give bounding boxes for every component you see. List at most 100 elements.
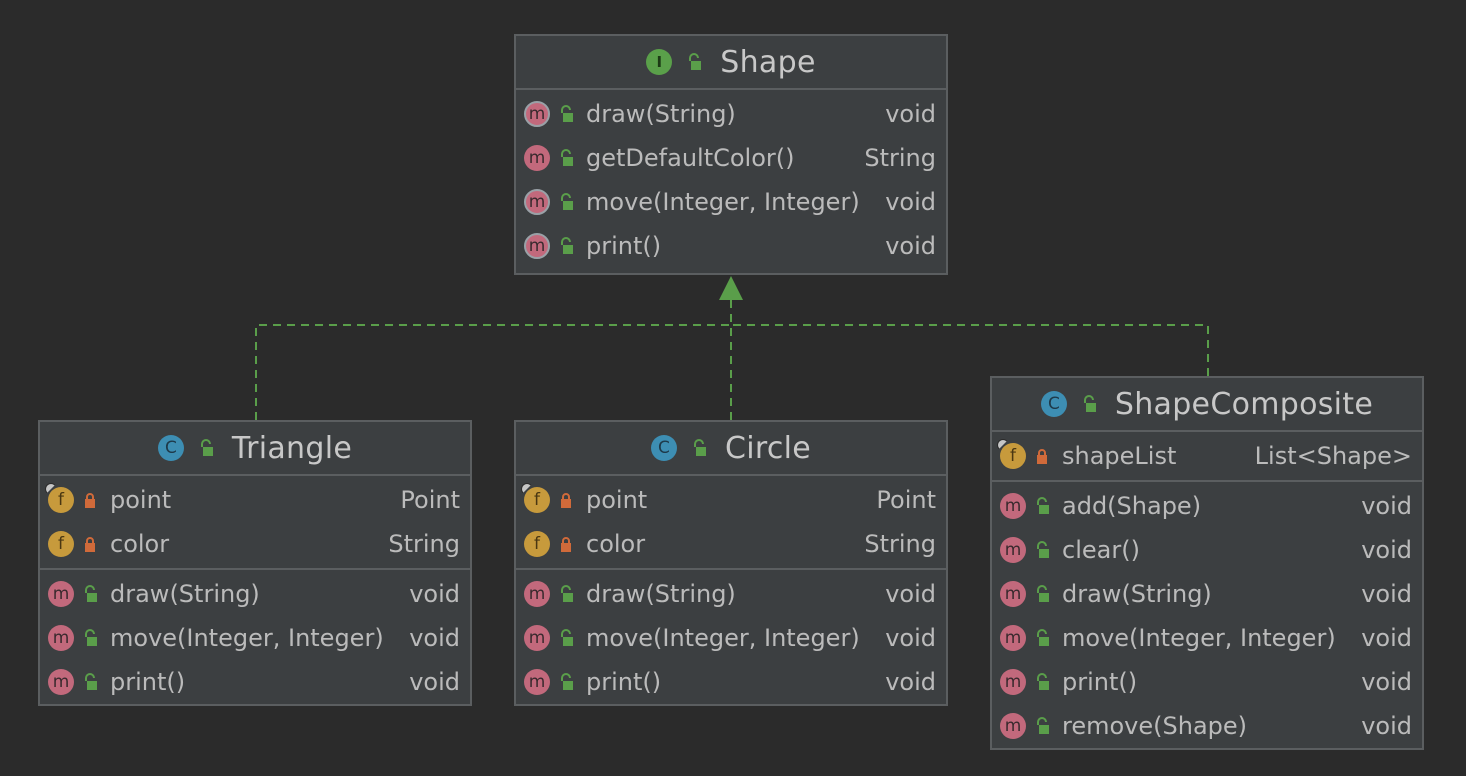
return-type: void — [1361, 580, 1412, 608]
private-lock-icon — [561, 537, 571, 552]
final-field-icon: f — [524, 487, 550, 513]
node-header: C Circle — [516, 422, 946, 476]
field-name: color — [586, 530, 646, 558]
node-header: I Shape — [516, 36, 946, 90]
return-type: void — [885, 668, 936, 696]
return-type: String — [864, 144, 936, 172]
public-lock-icon — [689, 53, 702, 70]
method-signature: draw(String) — [110, 580, 260, 608]
triangle-class-node[interactable]: C Triangle f point Point f color String m draw… — [38, 420, 472, 706]
method-icon: m — [1000, 581, 1026, 607]
public-lock-icon — [1037, 673, 1049, 690]
field-name: point — [586, 486, 648, 514]
class-icon: C — [1040, 391, 1067, 417]
field-name: shapeList — [1062, 442, 1177, 470]
field-type: List<Shape> — [1254, 442, 1412, 470]
method-row[interactable]: m print() void — [516, 660, 946, 704]
method-icon: m — [1000, 625, 1026, 651]
field-name: point — [110, 486, 172, 514]
method-icon: m — [48, 581, 74, 607]
method-icon: m — [524, 581, 550, 607]
method-icon: m — [524, 669, 550, 695]
method-signature: getDefaultColor() — [586, 144, 795, 172]
private-lock-icon — [1037, 449, 1047, 464]
public-lock-icon — [1037, 585, 1049, 602]
field-type: Point — [400, 486, 460, 514]
edge-triangle-to-shape — [255, 324, 731, 420]
method-signature: draw(String) — [1062, 580, 1212, 608]
method-signature: print() — [586, 668, 662, 696]
return-type: void — [885, 580, 936, 608]
method-icon: m — [48, 625, 74, 651]
node-title: Circle — [724, 430, 812, 466]
method-signature: draw(String) — [586, 100, 736, 128]
private-lock-icon — [85, 493, 95, 508]
method-row[interactable]: m draw(String) void — [992, 572, 1422, 616]
return-type: void — [1361, 712, 1412, 740]
return-type: void — [1361, 668, 1412, 696]
public-lock-icon — [561, 105, 573, 122]
node-title: ShapeComposite — [1114, 386, 1374, 422]
public-lock-icon — [561, 149, 573, 166]
public-lock-icon — [1037, 497, 1049, 514]
field-name: color — [110, 530, 170, 558]
field-type: String — [388, 530, 460, 558]
public-lock-icon — [1037, 717, 1049, 734]
method-icon: m — [524, 145, 550, 171]
private-lock-icon — [85, 537, 95, 552]
return-type: void — [1361, 536, 1412, 564]
method-signature: add(Shape) — [1062, 492, 1202, 520]
method-icon: m — [1000, 713, 1026, 739]
public-lock-icon — [85, 629, 97, 646]
final-field-icon: f — [48, 487, 74, 513]
public-lock-icon — [561, 673, 573, 690]
public-lock-icon — [200, 439, 213, 456]
method-icon: m — [48, 669, 74, 695]
node-title: Triangle — [231, 430, 353, 466]
return-type: void — [409, 624, 460, 652]
field-type: Point — [876, 486, 936, 514]
inheritance-arrowhead — [719, 276, 743, 300]
method-icon: m — [1000, 493, 1026, 519]
field-row[interactable]: f point Point — [516, 478, 946, 522]
method-row[interactable]: m draw(String) void — [40, 572, 470, 616]
public-lock-icon — [85, 673, 97, 690]
public-lock-icon — [561, 193, 573, 210]
node-header: C ShapeComposite — [992, 378, 1422, 432]
method-signature: move(Integer, Integer) — [586, 624, 860, 652]
method-icon: m — [524, 625, 550, 651]
method-row[interactable]: m getDefaultColor() String — [516, 136, 946, 180]
field-icon: f — [48, 531, 74, 557]
method-signature: remove(Shape) — [1062, 712, 1248, 740]
field-row[interactable]: f point Point — [40, 478, 470, 522]
fields-section: f point Point f color String — [40, 476, 470, 570]
node-header: C Triangle — [40, 422, 470, 476]
field-row[interactable]: f color String — [40, 522, 470, 566]
method-signature: print() — [110, 668, 186, 696]
public-lock-icon — [693, 439, 706, 456]
return-type: void — [409, 580, 460, 608]
edge-composite-to-shape — [731, 324, 1209, 376]
return-type: void — [1361, 624, 1412, 652]
public-lock-icon — [561, 237, 573, 254]
method-row[interactable]: m remove(Shape) void — [992, 704, 1422, 748]
